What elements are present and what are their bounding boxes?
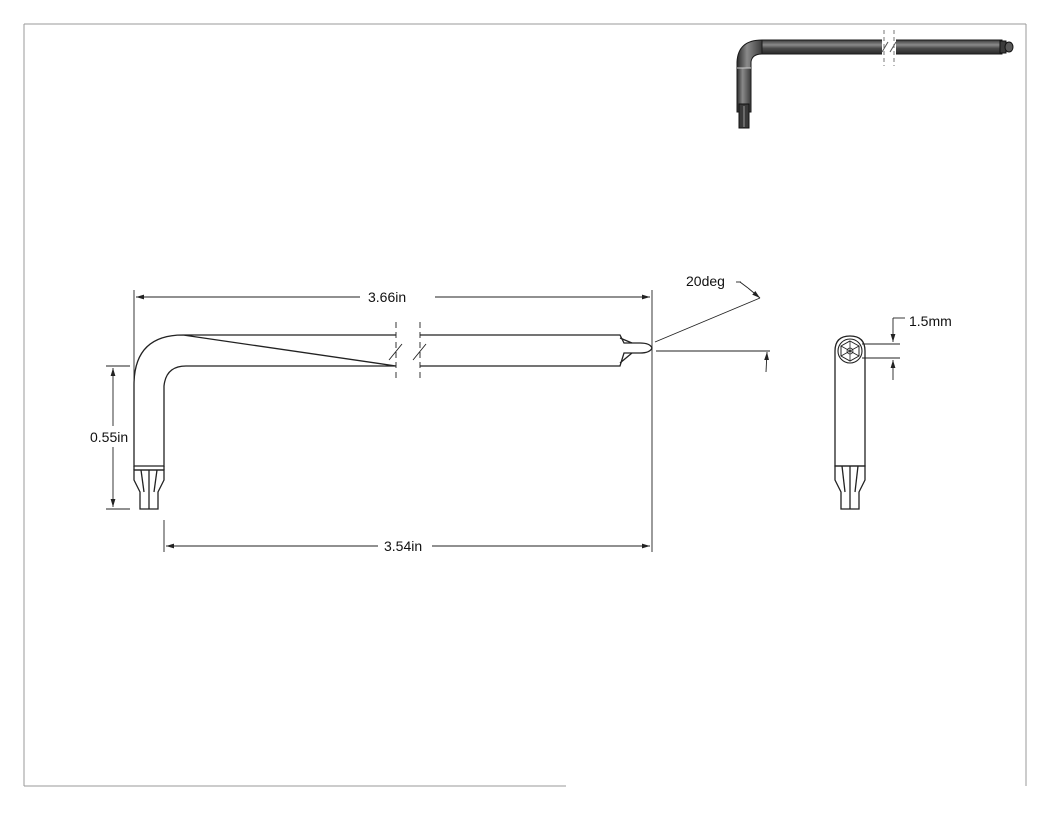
dim-tip-width: 1.5mm: [909, 313, 952, 329]
dim-inner-length: 3.54in: [384, 538, 422, 554]
end-view-dimensions: [862, 317, 905, 380]
iso-view: [736, 30, 1014, 129]
front-dimensions: [106, 281, 770, 552]
end-view-ball: [837, 338, 863, 364]
sheet-frame: [23, 23, 1027, 787]
front-ball-end: [619, 337, 633, 364]
end-view-outline: [834, 335, 866, 467]
dim-short-leg: 0.55in: [90, 429, 128, 445]
end-view: [834, 335, 866, 510]
front-view: [133, 322, 653, 510]
iso-bend: [736, 39, 763, 71]
end-view-torx-tip: [834, 465, 866, 510]
dim-ball-angle: 20deg: [686, 273, 725, 289]
dim-overall-length: 3.66in: [368, 289, 406, 305]
iso-ball-end: [1004, 41, 1014, 53]
front-torx-tip: [133, 469, 165, 510]
